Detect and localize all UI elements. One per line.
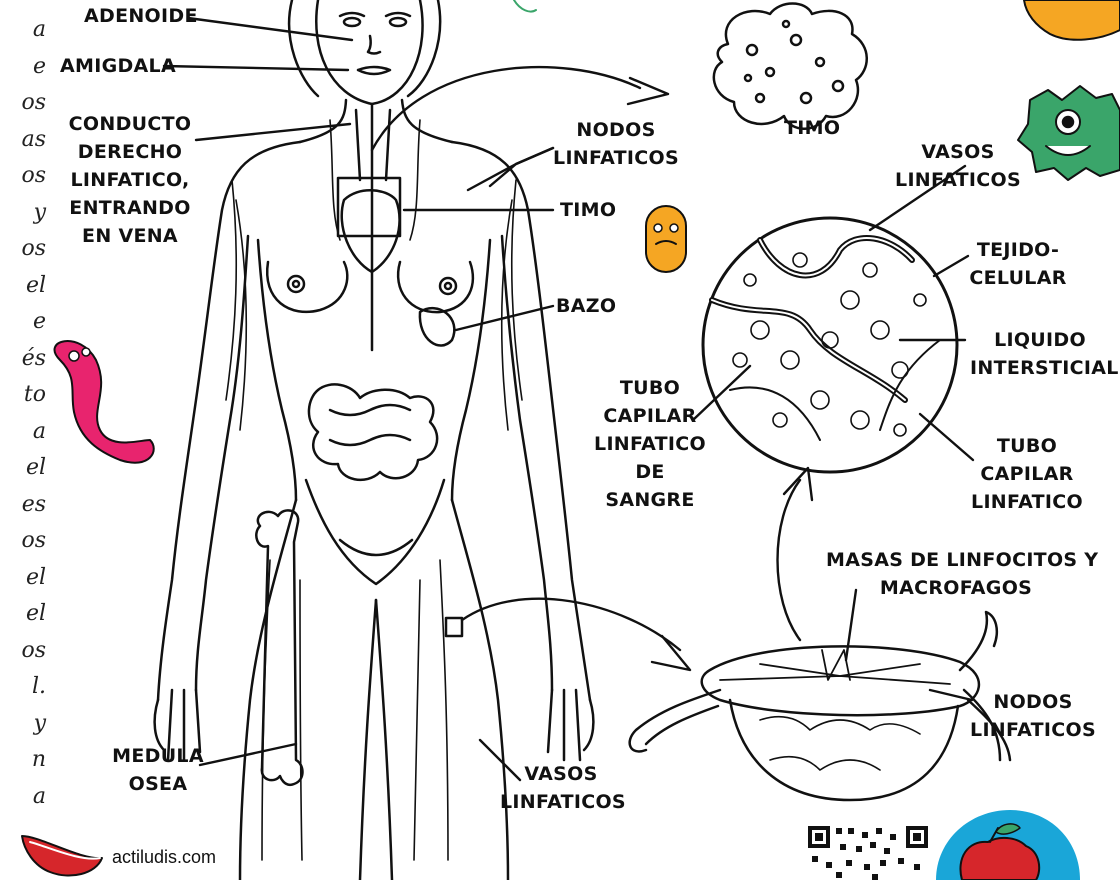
label-amigdala: AMIGDALA (60, 52, 176, 80)
label-line: TUBO (968, 432, 1086, 460)
label-line: BAZO (556, 292, 616, 320)
label-line: LINFATICO, (60, 166, 200, 194)
label-line: CAPILAR (594, 402, 706, 430)
label-line: SANGRE (594, 486, 706, 514)
label-line: INTERSTICIAL (970, 354, 1110, 382)
label-line: ENTRANDO (60, 194, 200, 222)
label-tejido-celular: TEJIDO-CELULAR (966, 236, 1070, 292)
tissue-circle (703, 218, 957, 472)
label-line: TIMO (560, 196, 616, 224)
lymph-node-illustration (630, 612, 1010, 800)
label-line: MEDULA (108, 742, 208, 770)
label-line: CAPILAR (968, 460, 1086, 488)
green-germ-icon (1018, 86, 1120, 180)
label-adenoide: ADENOIDE (84, 2, 198, 30)
label-timo-center: TIMO (560, 196, 616, 224)
label-line: CONDUCTO (60, 110, 200, 138)
label-line: DERECHO (60, 138, 200, 166)
actiludis-mouth-logo (22, 836, 102, 876)
label-line: LINFATICOS (500, 788, 622, 816)
label-line: TIMO (784, 114, 840, 142)
label-line: LINFATICO (968, 488, 1086, 516)
leaf-icon (514, 0, 536, 12)
label-line: LINFATICOS (895, 166, 1021, 194)
label-line: DE (594, 458, 706, 486)
pink-germ-icon (55, 341, 154, 463)
label-line: TUBO (594, 374, 706, 402)
label-line: NODOS (970, 688, 1096, 716)
apple-brand-icon (936, 810, 1080, 880)
label-line: EN VENA (60, 222, 200, 250)
yellow-germ-icon (1024, 0, 1120, 40)
label-line: CELULAR (966, 264, 1070, 292)
label-line: LIQUIDO (970, 326, 1110, 354)
label-line: VASOS (500, 760, 622, 788)
label-bazo: BAZO (556, 292, 616, 320)
label-line: MACROFAGOS (826, 574, 1086, 602)
orange-germ-icon (646, 206, 686, 272)
qr-code-icon (808, 826, 928, 880)
label-line: OSEA (108, 770, 208, 798)
label-line: LINFATICOS (553, 144, 679, 172)
label-line: LINFATICO (594, 430, 706, 458)
label-line: LINFATICOS (970, 716, 1096, 744)
label-line: VASOS (895, 138, 1021, 166)
site-url[interactable]: actiludis.com (112, 847, 216, 868)
label-line: MASAS DE LINFOCITOS Y (826, 546, 1086, 574)
thymus-illustration (714, 4, 867, 129)
label-timo-top: TIMO (784, 114, 840, 142)
label-line: NODOS (553, 116, 679, 144)
label-line: TEJIDO- (966, 236, 1070, 264)
label-line: AMIGDALA (60, 52, 176, 80)
body-figure (155, 0, 594, 880)
label-line: ADENOIDE (84, 2, 198, 30)
